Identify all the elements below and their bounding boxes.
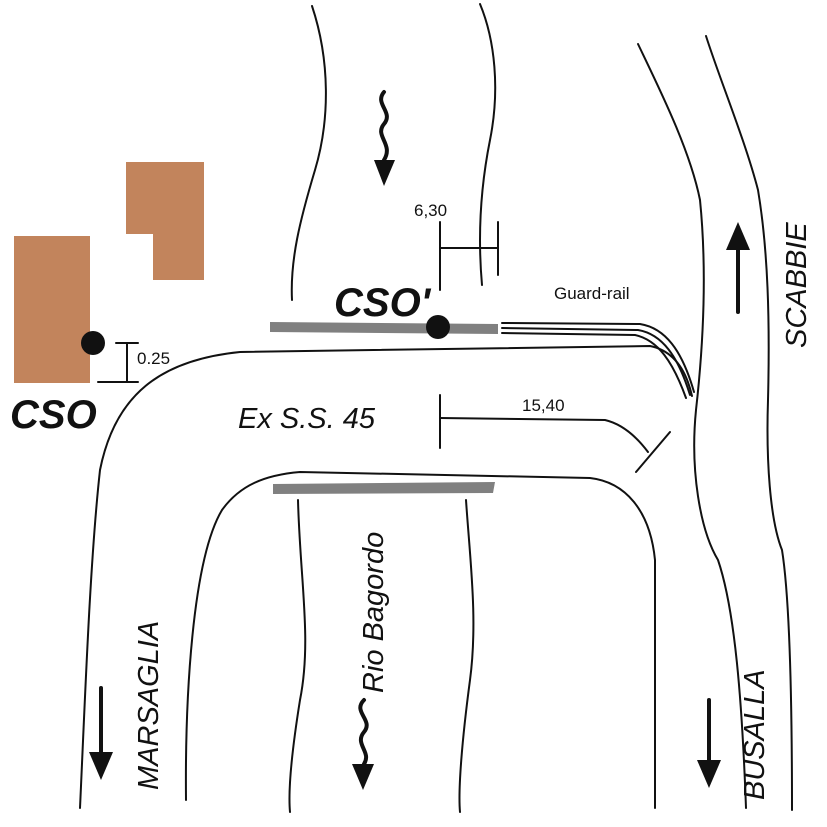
cso-point	[81, 331, 105, 355]
scabbie-label: SCABBIE	[781, 222, 813, 348]
river-lower-right-bank	[458, 499, 475, 813]
river-upper-left-bank	[290, 5, 327, 301]
building-small	[126, 162, 204, 280]
measure-river-width: 6,30	[414, 201, 447, 220]
river-upper-right-bank	[479, 3, 497, 286]
measure-road-width: 15,40	[522, 396, 565, 415]
guard-rail-lower	[273, 482, 495, 494]
cso-prime-point	[426, 315, 450, 339]
guard-rail-line-3	[501, 332, 687, 399]
wavy-arrow-down-icon	[374, 90, 395, 186]
road-label: Ex S.S. 45	[238, 403, 376, 435]
arrow-up-icon	[726, 222, 750, 314]
guard-rail-line-1	[501, 322, 695, 393]
guard-rail-line-2	[501, 327, 691, 396]
arrow-down-icon	[697, 698, 721, 788]
measure-road-line	[439, 417, 649, 453]
scabbie-road-right-edge	[705, 35, 793, 811]
cso-label: CSO	[10, 393, 97, 437]
road-inner-edge	[184, 471, 656, 809]
scabbie-road-left-edge	[637, 43, 747, 809]
measure-road-right-tick	[635, 431, 671, 473]
wavy-arrow-down-icon	[352, 698, 374, 790]
river-lower-left-bank	[288, 499, 307, 813]
measure-cso-offset: 0.25	[137, 349, 170, 368]
cso-prime-label: CSO'	[334, 281, 432, 325]
busalla-label: BUSALLA	[739, 669, 771, 800]
river-label: Rio Bagordo	[358, 532, 390, 693]
arrow-down-icon	[89, 686, 113, 780]
guard-rail-label: Guard-rail	[554, 284, 630, 303]
building-large	[14, 236, 90, 383]
marsaglia-label: MARSAGLIA	[133, 621, 165, 790]
